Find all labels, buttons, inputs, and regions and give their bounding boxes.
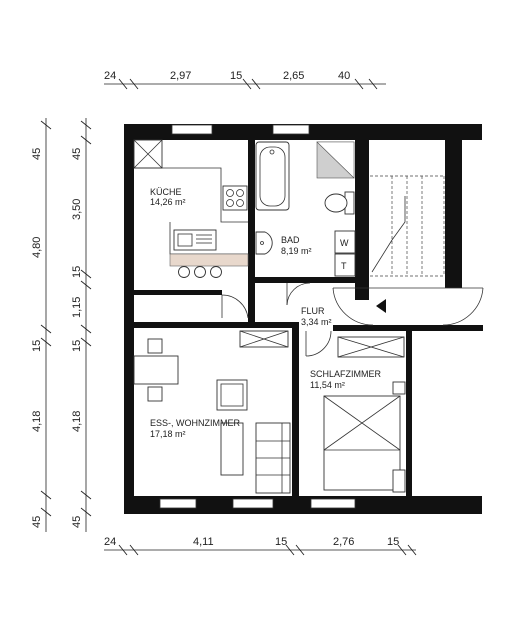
dining-table [133, 355, 179, 385]
dim-bottom-2: 4,11 [193, 536, 214, 548]
bottom-dimension-chain: 24 4,11 15 2,76 15 [104, 536, 417, 556]
dim-left-inner-3: 15 [71, 266, 83, 278]
double-bed [323, 395, 401, 491]
armchair [216, 379, 248, 411]
bathtub-icon [255, 141, 290, 211]
left-inner-dimension-chain: 45 3,50 15 1,15 15 4,18 45 [71, 118, 92, 532]
dryer-icon [334, 253, 356, 277]
dim-left-outer-4: 4,18 [31, 411, 43, 432]
dim-left-inner-2: 3,50 [71, 199, 83, 220]
hallway: FLUR 3,34 m² [301, 306, 332, 357]
dryer-label: T [341, 261, 347, 271]
walls [124, 124, 483, 514]
top-dimension-chain: 24 2,97 15 2,65 40 [104, 70, 386, 90]
entrance-arrow-icon [376, 299, 386, 313]
dining-chair [147, 386, 163, 402]
dim-bottom-4: 2,76 [333, 536, 354, 548]
bar-stool [178, 266, 190, 278]
dim-top-1: 24 [104, 70, 116, 82]
windows [159, 124, 356, 509]
nightstand [392, 381, 406, 395]
bedroom: SCHLAFZIMMER 11,54 m² [310, 336, 406, 493]
dim-top-4: 2,65 [283, 70, 304, 82]
flur-name: FLUR [301, 306, 325, 316]
wohnzimmer-area: 17,18 m² [150, 429, 186, 439]
flur-area: 3,34 m² [301, 317, 332, 327]
kitchen-bar-counter [169, 253, 249, 267]
dining-chair [147, 338, 163, 354]
bar-stool [194, 266, 206, 278]
schlafzimmer-area: 11,54 m² [310, 380, 345, 390]
schlafzimmer-name: SCHLAFZIMMER [310, 369, 382, 379]
wohnzimmer-name: ESS-, WOHNZIMMER [150, 418, 240, 428]
living-dining-room: ESS-, WOHNZIMMER 17,18 m² [133, 330, 291, 494]
dim-top-5: 40 [338, 70, 350, 82]
sink-icon [173, 229, 217, 251]
dim-left-outer-2: 4,80 [31, 237, 43, 258]
dim-bottom-5: 15 [387, 536, 399, 548]
left-outer-dimension-chain: 45 4,80 15 4,18 45 [31, 118, 52, 532]
dim-left-inner-6: 4,18 [71, 411, 83, 432]
kitchen: KÜCHE 14,26 m² [133, 139, 249, 319]
toilet-icon [324, 193, 348, 213]
bath-name: BAD [281, 235, 300, 245]
dim-top-3: 15 [230, 70, 242, 82]
wash-basin-icon [255, 231, 273, 255]
kitchen-area: 14,26 m² [150, 197, 186, 207]
dim-bottom-1: 24 [104, 536, 116, 548]
dim-left-inner-4: 1,15 [71, 297, 83, 318]
nightstand [392, 469, 406, 493]
washer-label: W [340, 238, 349, 248]
dim-left-outer-3: 15 [31, 340, 43, 352]
bathroom: W T BAD 8,19 m² [255, 141, 356, 306]
dim-top-2: 2,97 [170, 70, 191, 82]
dim-left-outer-5: 45 [31, 516, 43, 528]
dim-left-inner-5: 15 [71, 340, 83, 352]
bar-stool [210, 266, 222, 278]
dim-left-inner-1: 45 [71, 148, 83, 160]
dim-bottom-3: 15 [275, 536, 287, 548]
dim-left-inner-7: 45 [71, 516, 83, 528]
kitchen-name: KÜCHE [150, 187, 182, 197]
bath-area: 8,19 m² [281, 246, 312, 256]
stove-icon [222, 185, 248, 211]
dim-left-outer-1: 45 [31, 148, 43, 160]
washer-icon [334, 230, 356, 254]
coffee-table [220, 422, 244, 476]
stairwell [332, 175, 484, 326]
